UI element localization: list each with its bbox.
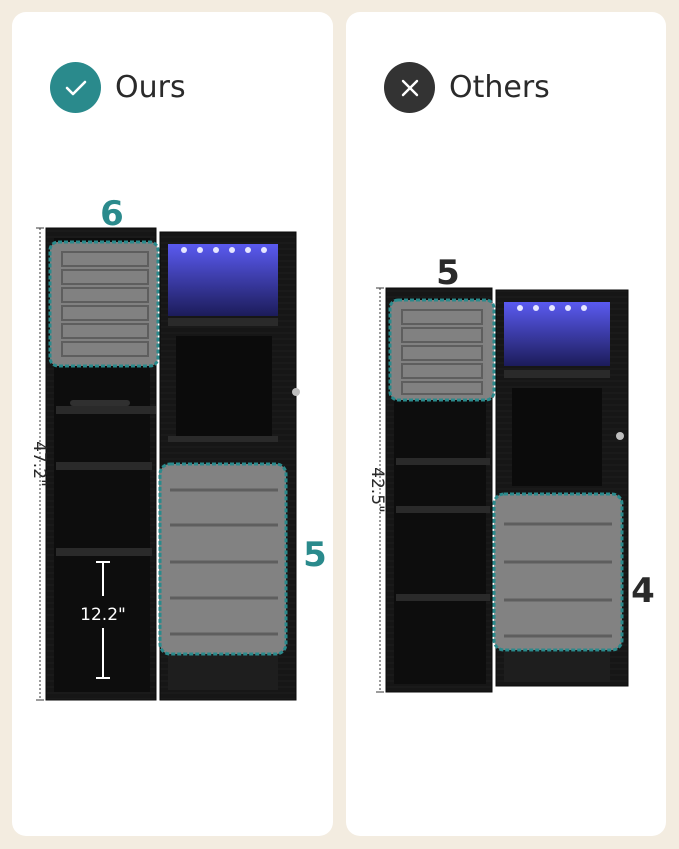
others-bottom-trays [492,492,624,652]
others-height-dimension [376,287,384,693]
others-led-compartment [504,302,610,366]
ours-inner-height-label: 12.2" [80,605,126,625]
ours-top-trays [48,240,160,368]
ours-top-tray-count: 6 [100,194,124,234]
others-cabinet: 42.5" 5 4 [367,253,655,693]
others-header: Others [384,62,550,113]
others-label: Others [449,70,550,105]
ours-height-label: 47.2" [29,441,49,487]
ours-bottom-tray-count: 5 [303,535,327,575]
ours-bottom-trays [158,462,288,656]
ours-label: Ours [115,70,186,105]
x-icon [401,79,418,96]
others-top-tray-count: 5 [436,253,460,293]
others-lock-icon [616,432,624,440]
others-bottom-tray-count: 4 [631,571,655,611]
ours-cabinet: 47.2" 12.2" 6 5 [29,194,327,701]
ours-lock-icon [292,388,300,396]
ours-led-lights [181,247,267,253]
check-icon [65,80,86,95]
ours-height-dimension [36,227,44,701]
others-badge [384,62,435,113]
others-top-trays [388,298,496,402]
others-height-label: 42.5" [367,467,387,513]
ours-header: Ours [50,62,186,113]
ours-led-compartment [168,244,278,316]
others-led-lights [517,305,587,311]
ours-inner-dimension [96,561,110,679]
ours-badge [50,62,101,113]
